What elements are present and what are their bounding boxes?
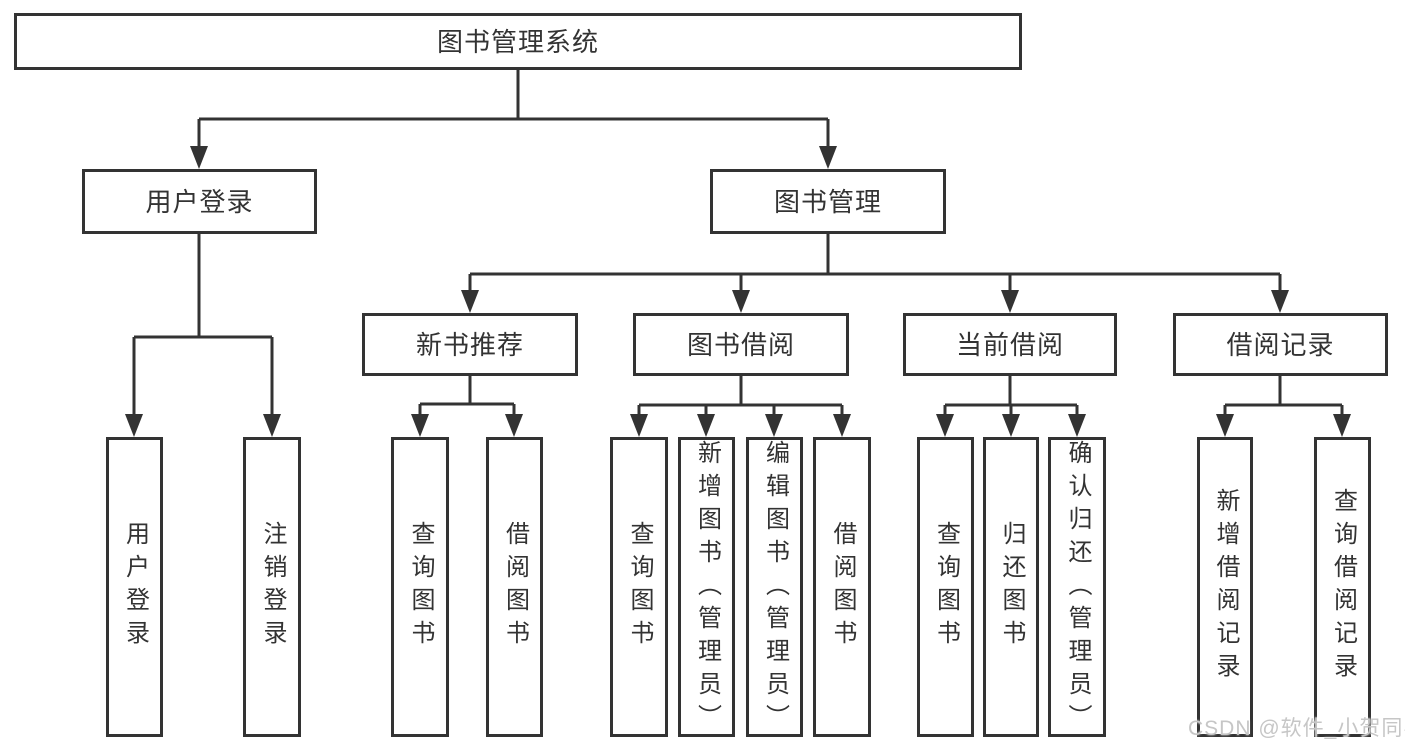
node-query-books-current: 查询图书 <box>917 437 974 737</box>
arrowhead <box>505 414 523 437</box>
connector-group2-to-leaves <box>943 376 1079 420</box>
node-book-borrow: 图书借阅 <box>633 313 849 376</box>
node-library-management-system: 图书管理系统 <box>14 13 1022 70</box>
connector-root-to-level2 <box>197 69 830 150</box>
connector-group3-to-leaves <box>1223 376 1344 420</box>
csdn-watermark: CSDN @软件_小贺同学 <box>1188 717 1405 740</box>
arrowhead <box>697 414 715 437</box>
node-query-borrow-record: 查询借阅记录 <box>1314 437 1371 737</box>
node-user-login-branch: 用户登录 <box>82 169 317 234</box>
node-borrow-books-leaf: 借阅图书 <box>813 437 871 737</box>
arrowhead <box>411 414 429 437</box>
node-user-login-leaf: 用户登录 <box>106 437 163 737</box>
node-query-books-borrow: 查询图书 <box>610 437 668 737</box>
arrowhead <box>833 414 851 437</box>
node-confirm-return-admin: 确认归还（管理员） <box>1048 437 1106 737</box>
arrowhead <box>1001 290 1019 313</box>
arrowhead <box>1002 414 1020 437</box>
node-query-books-recommend: 查询图书 <box>391 437 449 737</box>
connector-group0-to-leaves <box>418 376 516 420</box>
node-logout-leaf: 注销登录 <box>243 437 301 737</box>
arrowhead <box>765 414 783 437</box>
arrowhead <box>1068 414 1086 437</box>
node-return-book: 归还图书 <box>983 437 1039 737</box>
arrowhead <box>630 414 648 437</box>
node-edit-book-admin: 编辑图书（管理员） <box>746 437 803 737</box>
arrowhead <box>936 414 954 437</box>
arrowhead <box>125 414 143 437</box>
node-borrow-records: 借阅记录 <box>1173 313 1388 376</box>
connector-book-to-groups <box>468 234 1282 296</box>
arrowhead <box>1216 414 1234 437</box>
node-add-book-admin: 新增图书（管理员） <box>678 437 735 737</box>
node-new-book-recommend: 新书推荐 <box>362 313 578 376</box>
arrowhead <box>263 414 281 437</box>
arrowheads <box>125 146 1351 437</box>
connector-user-to-leaves <box>132 234 274 418</box>
arrowhead <box>1271 290 1289 313</box>
arrowhead <box>461 290 479 313</box>
arrowhead <box>819 146 837 169</box>
node-current-borrow: 当前借阅 <box>903 313 1117 376</box>
node-add-borrow-record: 新增借阅记录 <box>1197 437 1253 737</box>
node-book-management-branch: 图书管理 <box>710 169 946 234</box>
arrowhead <box>1333 414 1351 437</box>
arrowhead <box>190 146 208 169</box>
node-borrow-books-recommend: 借阅图书 <box>486 437 543 737</box>
arrowhead <box>732 290 750 313</box>
connector-group1-to-leaves <box>637 376 844 420</box>
